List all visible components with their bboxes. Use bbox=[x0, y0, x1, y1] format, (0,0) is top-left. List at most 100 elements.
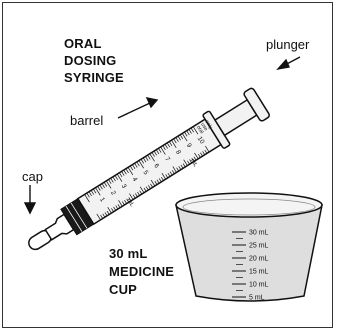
syringe-tick-lower bbox=[171, 170, 175, 174]
syringe-tick bbox=[173, 138, 177, 144]
syringe-tick bbox=[88, 191, 92, 197]
syringe-tick bbox=[103, 182, 108, 187]
syringe-tick bbox=[136, 161, 140, 167]
syringe-tick-lower bbox=[176, 167, 179, 172]
syringe-tick-lower bbox=[132, 194, 136, 199]
syringe-tick-lower bbox=[121, 201, 125, 206]
syringe-tick-lower bbox=[167, 172, 171, 177]
syringe-tick bbox=[160, 146, 166, 155]
syringe-tick-lower bbox=[182, 163, 186, 168]
syringe-tick bbox=[171, 139, 177, 148]
syringe-tick-lower bbox=[128, 197, 132, 202]
syringe-scale-number: 3 bbox=[120, 183, 128, 190]
barrel-arrow bbox=[117, 97, 159, 119]
syringe-tick-lower bbox=[172, 166, 177, 173]
syringe-tip-text-1: oral bbox=[195, 125, 205, 135]
syringe-title-line-2: DOSING bbox=[64, 53, 117, 68]
syringe-tick bbox=[127, 167, 134, 176]
syringe-tick bbox=[90, 190, 95, 195]
syringe-tick-lower bbox=[135, 193, 138, 197]
syringe-tick-lower bbox=[161, 173, 166, 180]
syringe-tick bbox=[169, 141, 173, 146]
syringe-scale bbox=[84, 126, 210, 221]
syringe-tick bbox=[138, 160, 144, 169]
syringe-tick bbox=[192, 126, 199, 135]
syringe-tick bbox=[158, 148, 162, 153]
syringe-tick-lower bbox=[180, 164, 184, 169]
syringe-tick bbox=[147, 154, 151, 160]
syringe-tick bbox=[162, 145, 166, 151]
syringe-tick bbox=[166, 142, 171, 148]
cup-graduation-label: 30 mL bbox=[249, 230, 269, 237]
syringe-tick bbox=[151, 152, 155, 157]
syringe-scale-number: 5 bbox=[141, 169, 149, 176]
syringe-tick-lower bbox=[156, 179, 160, 184]
syringe-tick bbox=[101, 183, 105, 188]
syringe-tick-lower bbox=[205, 145, 210, 153]
syringe-tick-lower bbox=[129, 193, 134, 200]
cup-title-line-2: MEDICINE bbox=[109, 264, 175, 279]
syringe-tick bbox=[184, 131, 188, 137]
syringe-tick bbox=[190, 127, 194, 133]
cup-graduation-label: 5 mL bbox=[249, 295, 265, 302]
syringe-tick bbox=[186, 130, 190, 136]
syringe-tick-lower bbox=[150, 179, 156, 187]
syringe-tick bbox=[182, 133, 188, 142]
cup-inner-rim bbox=[182, 198, 316, 216]
syringe-scale-number: 2 bbox=[109, 190, 117, 197]
plunger-arrow bbox=[276, 56, 301, 71]
syringe-scale-number: 6 bbox=[152, 163, 160, 170]
syringe-plunger-head bbox=[243, 87, 270, 122]
syringe-tick-lower bbox=[194, 152, 199, 160]
syringe-tick-lower bbox=[165, 174, 169, 178]
syringe-tick bbox=[153, 150, 158, 156]
syringe-tick-lower bbox=[126, 198, 130, 203]
syringe-title-line-1: ORAL bbox=[64, 36, 102, 51]
cup-graduation-label: 20 mL bbox=[249, 256, 269, 263]
syringe-tick-lower bbox=[189, 159, 193, 164]
syringe-tick bbox=[97, 186, 101, 191]
syringe-scale-number: 10 bbox=[196, 135, 206, 145]
syringe-tick bbox=[99, 184, 103, 190]
syringe-unit-label-1: mL bbox=[125, 198, 135, 209]
cup-graduation-label: 15 mL bbox=[249, 269, 269, 276]
syringe-tick bbox=[84, 194, 90, 203]
syringe-tick bbox=[108, 179, 112, 184]
syringe-scale-number: 1 bbox=[98, 196, 106, 203]
syringe-tick-lower bbox=[202, 151, 206, 155]
syringe-tick-lower bbox=[161, 176, 164, 181]
syringe-tick-lower bbox=[139, 186, 145, 193]
syringe-tick-lower bbox=[178, 166, 182, 170]
syringe-scale-number: 9 bbox=[185, 142, 193, 149]
syringe-tick-lower bbox=[150, 183, 153, 188]
syringe-tick bbox=[123, 169, 127, 175]
syringe-tick bbox=[142, 157, 147, 163]
syringe-cap bbox=[28, 213, 75, 251]
syringe-tick-lower bbox=[115, 205, 119, 210]
syringe-tick-lower bbox=[200, 152, 203, 157]
syringe-tick-lower bbox=[169, 171, 173, 176]
syringe-tick bbox=[121, 171, 125, 176]
syringe-tick-lower bbox=[191, 157, 195, 162]
syringe-tick-lower bbox=[145, 186, 149, 191]
syringe-tick-lower bbox=[204, 149, 208, 154]
syringe-tick bbox=[134, 163, 138, 168]
syringe-tick bbox=[145, 156, 149, 161]
syringe-tick-lower bbox=[154, 181, 158, 185]
cup-title-line-3: CUP bbox=[109, 282, 138, 297]
syringe-title-line-3: SYRINGE bbox=[64, 70, 124, 85]
syringe-tick-lower bbox=[183, 159, 188, 166]
syringe-tick bbox=[155, 149, 160, 155]
syringe-tick-lower bbox=[187, 160, 190, 165]
syringe-tick-lower bbox=[106, 210, 110, 215]
syringe-tick bbox=[86, 192, 90, 198]
cup-body bbox=[175, 204, 323, 302]
syringe-tick bbox=[177, 135, 181, 141]
syringe-tick bbox=[132, 164, 136, 170]
syringe-tick-lower bbox=[104, 212, 108, 216]
syringe-tick bbox=[140, 158, 145, 164]
